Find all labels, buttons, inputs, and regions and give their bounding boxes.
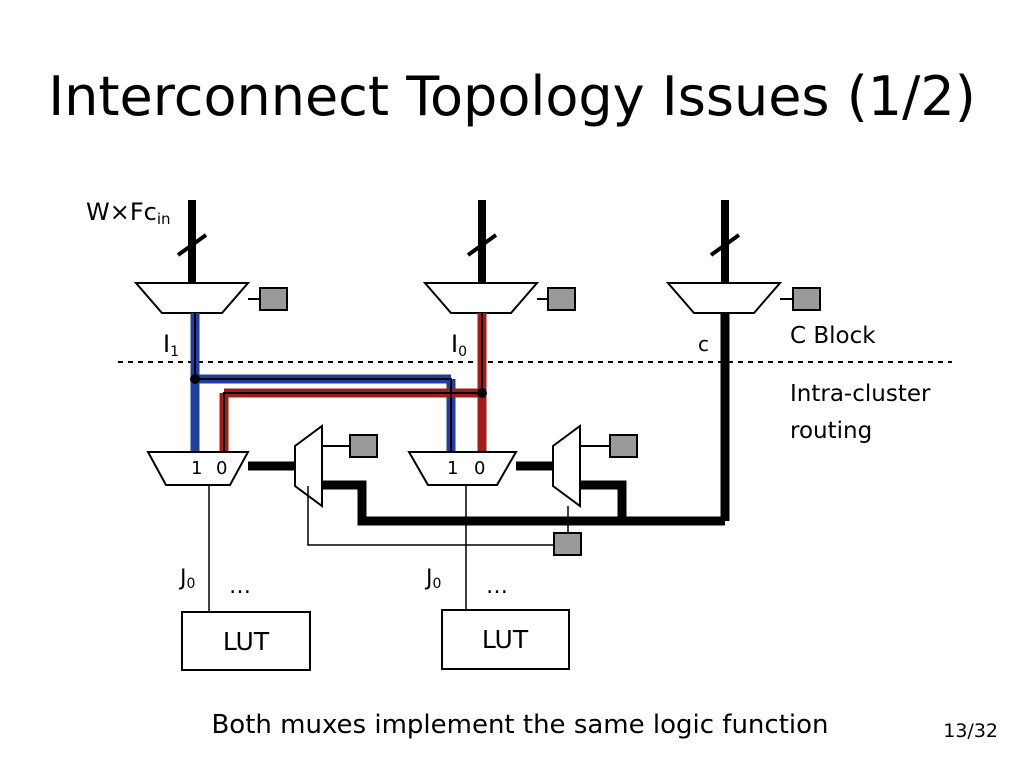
mux-right-input-0: 0 [474,458,485,479]
junction-dot-i0 [477,388,487,398]
label-j0-left: J0 [178,566,195,592]
lut-right-label: LUT [482,625,529,654]
c-wire-bottom [322,480,725,526]
ellipsis-left: … [229,574,251,599]
channel-width-label: W×Fcin [86,198,171,228]
lut-left-label: LUT [223,627,270,656]
c-block-muxes [133,282,783,314]
cblock-mux-left [133,282,251,314]
config-bit-side-mux-right [609,434,638,458]
cluster-muxes [146,451,518,486]
c-wire [322,313,730,526]
wire-i1 [194,313,452,452]
config-bit-cblock-right [792,287,821,311]
junction-dot-i1 [190,374,200,384]
lut-right [441,609,570,670]
side-mux-left [294,424,323,508]
cluster-mux-right [407,451,518,486]
cblock-mux-right [665,282,783,314]
lut-left [181,611,311,671]
wire-i0 [223,313,483,452]
luts [181,609,570,671]
label-routing: routing [790,418,872,444]
label-j0-right: J0 [424,566,441,592]
side-mux-right [552,424,581,508]
ellipsis-right: … [486,574,508,599]
label-c: c [698,332,709,356]
label-i0: I0 [451,330,467,360]
mux-left-input-1: 1 [191,458,202,479]
label-c-block: C Block [790,323,876,349]
config-bit-cblock-left [259,287,288,311]
config-bits [248,287,821,556]
c-wire-to-right-mux [580,480,627,521]
select-wire-left [307,486,554,546]
label-intra-cluster: Intra-cluster [790,381,931,407]
slide-title: Interconnect Topology Issues (1/2) [48,65,976,128]
page-number: 13/32 [943,720,998,742]
lut-input-wires [208,485,467,612]
config-bit-cblock-middle [547,287,576,311]
bus-slash-1 [176,233,208,257]
signal-wires [194,313,483,452]
mux-left-input-0: 0 [216,458,227,479]
config-bit-side-mux-left [349,434,378,458]
bus-slash-3 [709,233,741,257]
bus-slash-2 [466,233,498,257]
config-bit-shared-select [553,532,582,556]
routing-channel-inputs [176,200,741,283]
mux-right-input-1: 1 [447,458,458,479]
cblock-mux-middle [422,282,540,314]
side-muxes [294,424,610,508]
shared-select-wire [307,486,569,546]
label-i1: I1 [163,330,179,360]
slide-caption: Both muxes implement the same logic func… [211,710,829,740]
cluster-mux-left [146,451,250,486]
